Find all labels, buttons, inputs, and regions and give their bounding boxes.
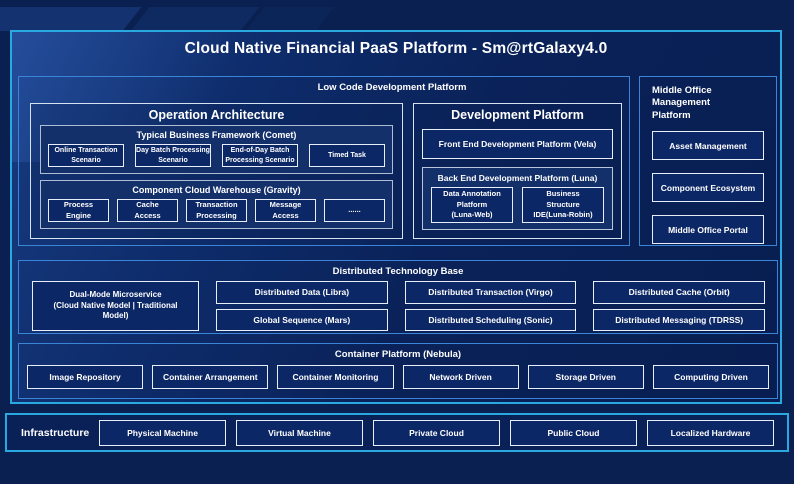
- box-asset-management: Asset Management: [652, 131, 764, 161]
- box-container-monitoring: Container Monitoring: [277, 365, 394, 389]
- section-low-code-development-platform: Low Code Development Platform Operation …: [18, 76, 630, 246]
- box-network-driven: Network Driven: [402, 365, 519, 389]
- box-distributed-transaction-virgo: Distributed Transaction (Virgo): [404, 281, 577, 304]
- box-message-access: Message Access: [255, 199, 316, 222]
- gravity-label: Component Cloud Warehouse (Gravity): [132, 185, 301, 195]
- box-component-ecosystem: Component Ecosystem: [652, 173, 764, 203]
- back-end-luna-label: Back End Development Platform (Luna): [437, 173, 598, 183]
- box-computing-driven: Computing Driven: [652, 365, 770, 389]
- box-public-cloud: Public Cloud: [510, 419, 637, 446]
- box-front-end-development-platform-vela: Front End Development Platform (Vela): [422, 129, 613, 159]
- comet-items: Online Transaction Scenario Day Batch Pr…: [48, 144, 385, 167]
- box-cache-access: Cache Access: [117, 199, 178, 222]
- box-dual-mode-microservice: Dual-Mode Microservice (Cloud Native Mod…: [32, 281, 199, 331]
- box-distributed-messaging-tdrss: Distributed Messaging (TDRSS): [593, 308, 766, 331]
- panel-operation-architecture: Operation Architecture Typical Business …: [30, 103, 403, 239]
- decorative-streak: [245, 7, 335, 31]
- gravity-items: Process Engine Cache Access Transaction …: [48, 199, 385, 222]
- box-storage-driven: Storage Driven: [527, 365, 644, 389]
- panel-development-platform: Development Platform Front End Developme…: [413, 103, 622, 239]
- box-physical-machine: Physical Machine: [99, 419, 226, 446]
- distributed-base-label: Distributed Technology Base: [332, 266, 464, 277]
- box-timed-task: Timed Task: [309, 144, 385, 167]
- low-code-platform-label: Low Code Development Platform: [317, 82, 467, 93]
- distributed-column-3: Distributed Cache (Orbit) Distributed Me…: [593, 281, 766, 331]
- box-middle-office-portal: Middle Office Portal: [652, 215, 764, 245]
- box-global-sequence-mars: Global Sequence (Mars): [216, 308, 388, 331]
- box-process-engine: Process Engine: [48, 199, 109, 222]
- box-transaction-processing: Transaction Processing: [186, 199, 247, 222]
- box-end-of-day-batch-processing-scenario: End-of-Day Batch Processing Scenario: [222, 144, 298, 167]
- infrastructure-label: Infrastructure: [21, 426, 90, 439]
- section-container-platform-nebula: Container Platform (Nebula) Image Reposi…: [18, 343, 778, 399]
- container-platform-label: Container Platform (Nebula): [334, 349, 462, 360]
- box-container-arrangement: Container Arrangement: [152, 365, 269, 389]
- comet-label: Typical Business Framework (Comet): [136, 130, 297, 140]
- container-platform-items: Image Repository Container Arrangement C…: [27, 365, 770, 389]
- infrastructure-items: Physical Machine Virtual Machine Private…: [99, 419, 774, 446]
- decorative-streak: [130, 7, 260, 31]
- box-ellipsis: ......: [324, 199, 385, 222]
- box-online-transaction-scenario: Online Transaction Scenario: [48, 144, 124, 167]
- group-back-end-development-platform-luna: Back End Development Platform (Luna) Dat…: [422, 167, 613, 230]
- box-distributed-data-libra: Distributed Data (Libra): [216, 281, 388, 304]
- distributed-items: Dual-Mode Microservice (Cloud Native Mod…: [32, 281, 766, 331]
- section-distributed-technology-base: Distributed Technology Base Dual-Mode Mi…: [18, 260, 778, 334]
- box-business-structure-ide-luna-robin: Business Structure IDE(Luna-Robin): [522, 187, 604, 223]
- box-localized-hardware: Localized Hardware: [647, 419, 774, 446]
- development-platform-label: Development Platform: [451, 108, 584, 122]
- box-day-batch-processing-scenario: Day Batch Processing Scenario: [135, 144, 211, 167]
- middle-office-label: Middle Office Management Platform: [652, 85, 712, 121]
- section-infrastructure: Infrastructure Physical Machine Virtual …: [5, 413, 789, 452]
- box-distributed-cache-orbit: Distributed Cache (Orbit): [593, 281, 766, 304]
- group-component-cloud-warehouse-gravity: Component Cloud Warehouse (Gravity) Proc…: [40, 180, 393, 229]
- operation-architecture-label: Operation Architecture: [148, 108, 285, 122]
- back-end-items: Data Annotation Platform (Luna-Web) Busi…: [431, 187, 604, 223]
- box-data-annotation-platform-luna-web: Data Annotation Platform (Luna-Web): [431, 187, 513, 223]
- architecture-diagram: Cloud Native Financial PaaS Platform - S…: [10, 30, 782, 404]
- box-distributed-scheduling-sonic: Distributed Scheduling (Sonic): [404, 308, 577, 331]
- group-typical-business-framework-comet: Typical Business Framework (Comet) Onlin…: [40, 125, 393, 174]
- box-image-repository: Image Repository: [27, 365, 144, 389]
- section-middle-office-management-platform: Middle Office Management Platform Asset …: [639, 76, 777, 246]
- box-private-cloud: Private Cloud: [373, 419, 500, 446]
- diagram-title: Cloud Native Financial PaaS Platform - S…: [184, 40, 608, 57]
- box-virtual-machine: Virtual Machine: [236, 419, 363, 446]
- decorative-streak: [0, 7, 142, 31]
- distributed-column-1: Distributed Data (Libra) Global Sequence…: [216, 281, 388, 331]
- distributed-column-2: Distributed Transaction (Virgo) Distribu…: [404, 281, 577, 331]
